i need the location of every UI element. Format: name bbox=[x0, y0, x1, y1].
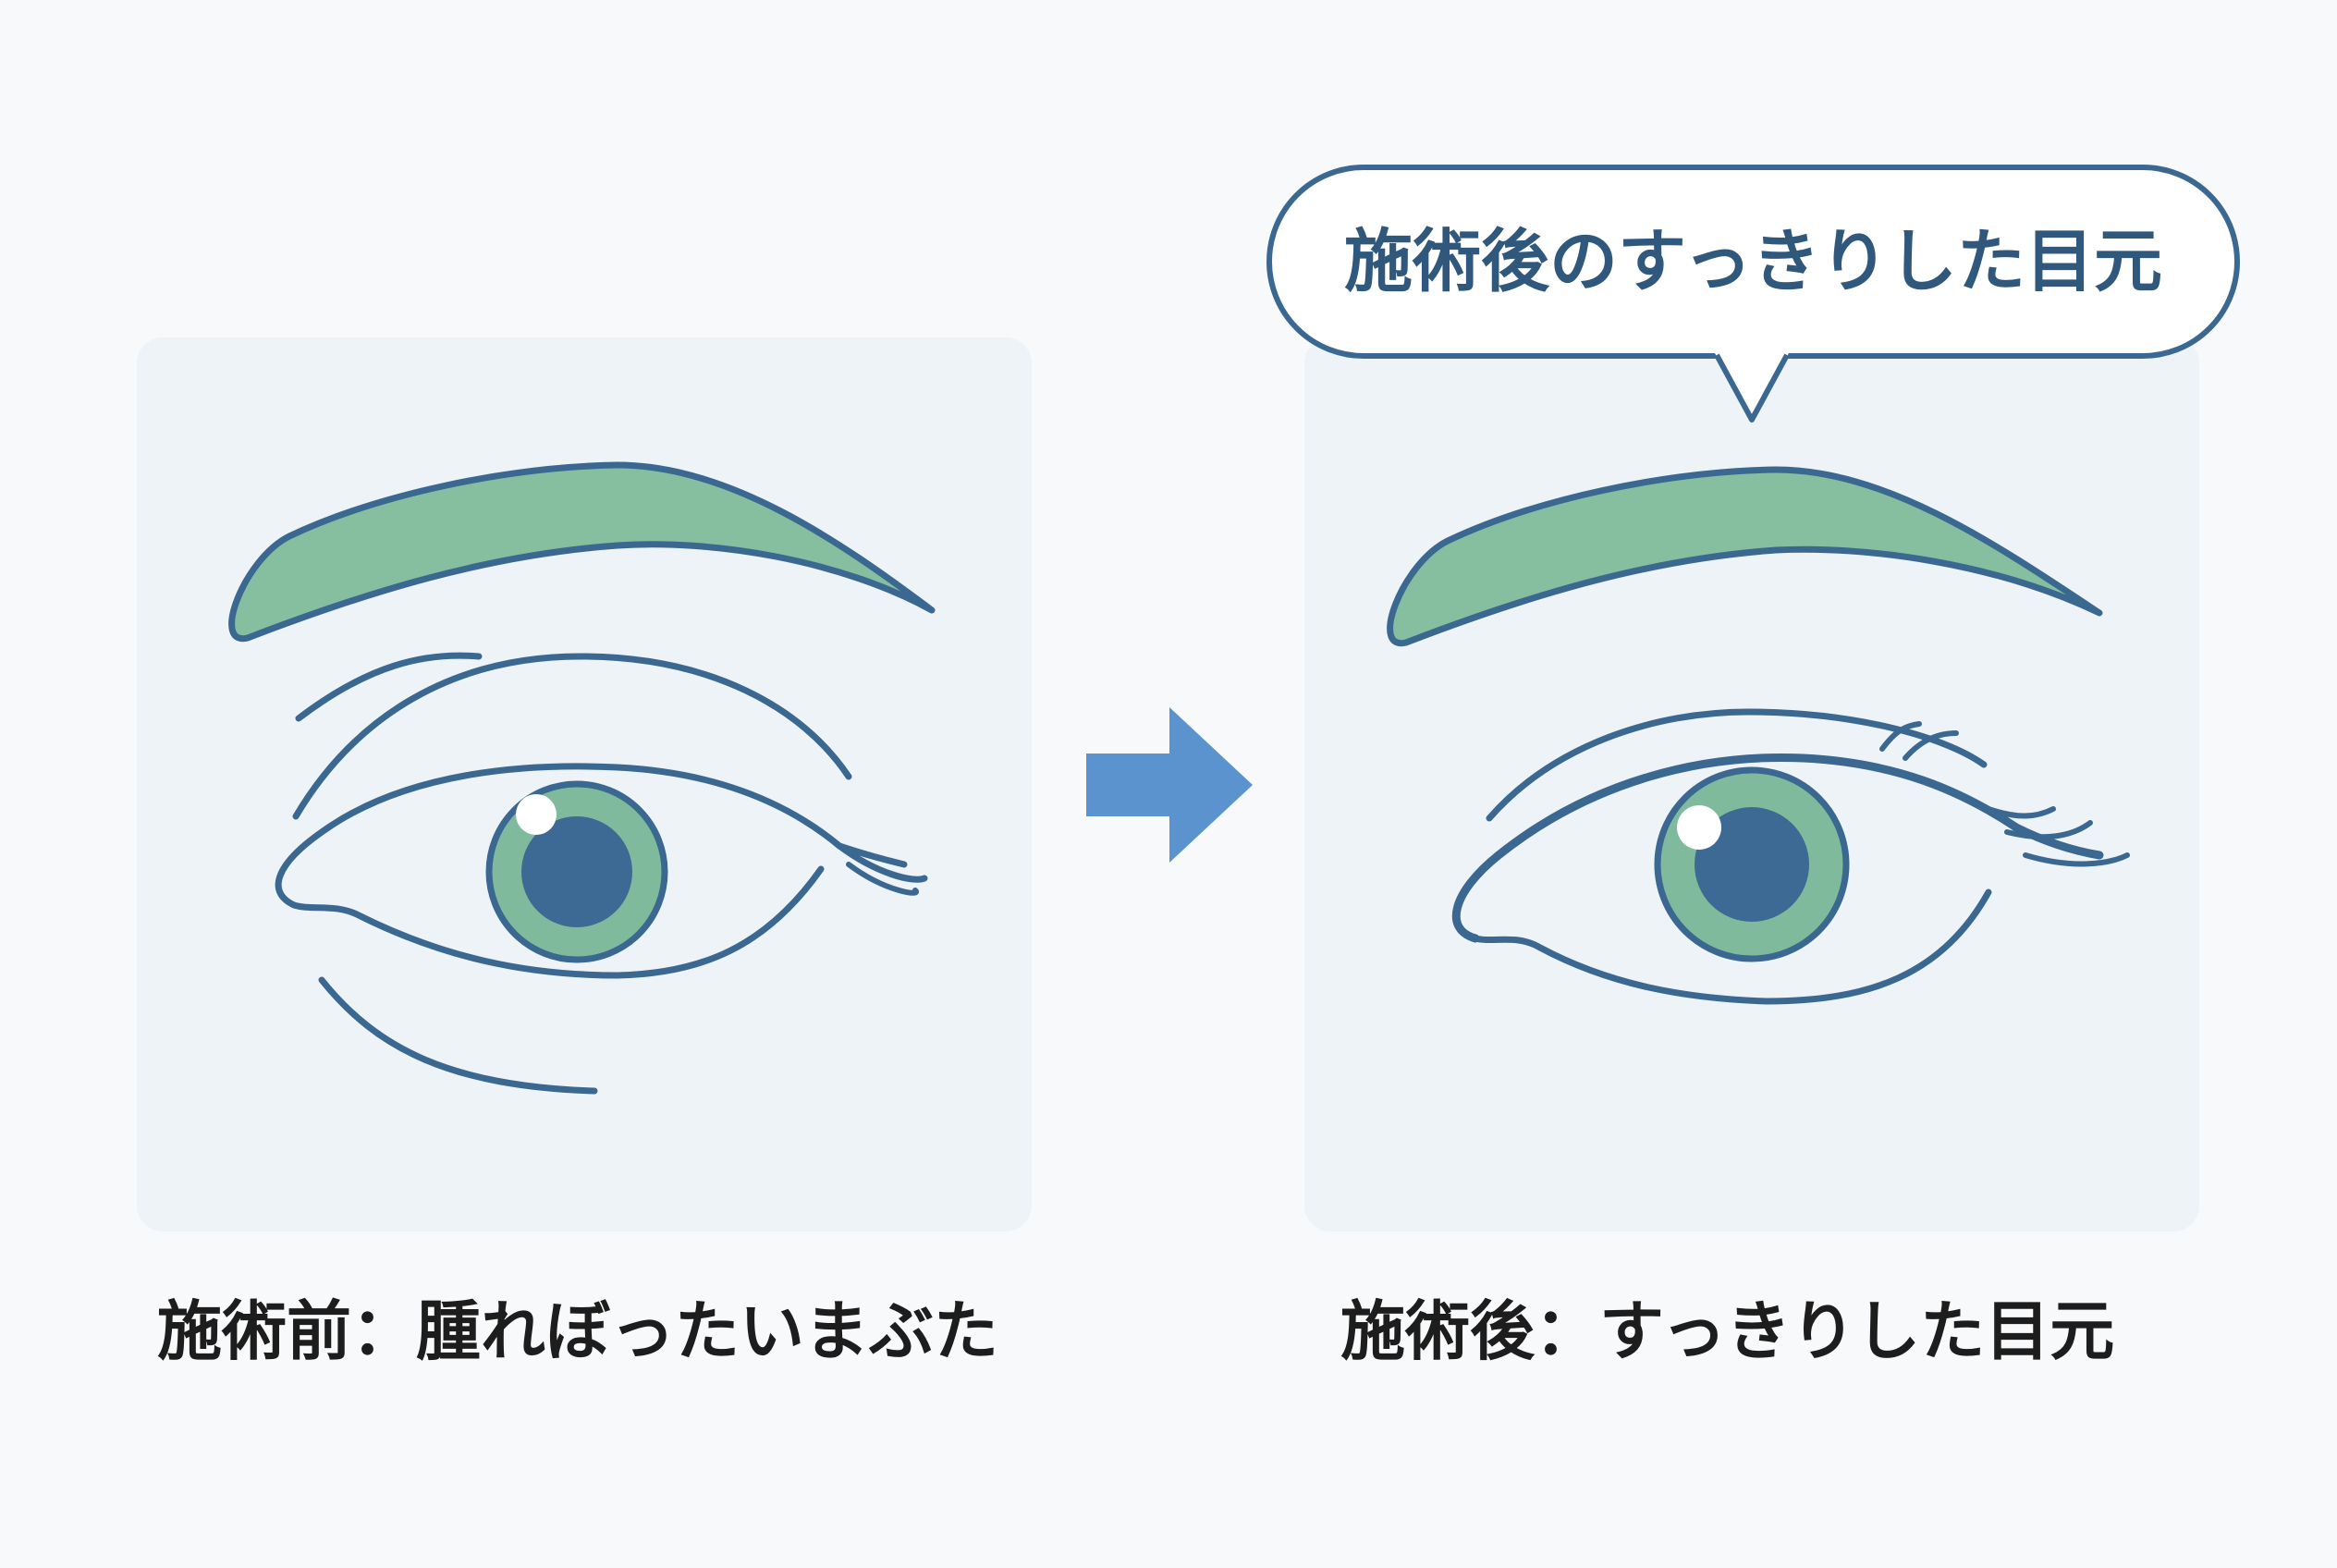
puffy-eye-illustration bbox=[228, 461, 936, 1095]
eyelash bbox=[836, 842, 928, 883]
right-arrow-icon bbox=[1086, 707, 1253, 863]
eye-lower-lid bbox=[290, 865, 825, 979]
speech-bubble: 施術後のすっきりした目元 bbox=[1266, 165, 2240, 359]
eyelash bbox=[1903, 730, 1959, 761]
eyebrow bbox=[1387, 466, 2103, 647]
pupil bbox=[521, 816, 632, 927]
after-panel bbox=[1304, 337, 2199, 1231]
eyelash bbox=[2023, 852, 2130, 867]
eye-upper-lid bbox=[1451, 753, 2104, 943]
eyelid-fold-line bbox=[295, 652, 483, 722]
pupil bbox=[1695, 807, 1809, 922]
eyelash bbox=[846, 862, 920, 896]
after-caption: 施術後：すっきりした目元 bbox=[1340, 1293, 2115, 1369]
eyebrow bbox=[228, 461, 936, 643]
before-panel bbox=[137, 337, 1032, 1231]
eyelash bbox=[1986, 806, 2056, 819]
eye-lower-lid bbox=[1472, 888, 1992, 1005]
refreshed-eye-illustration bbox=[1387, 466, 2130, 1005]
speech-bubble-tail bbox=[1715, 353, 1789, 423]
eye-highlight bbox=[516, 794, 557, 835]
eyelid-puffy-crease bbox=[292, 653, 852, 820]
eyelash bbox=[1879, 721, 1922, 752]
under-eye-bag-line bbox=[318, 976, 598, 1095]
before-caption: 施術前：腫れぼったいまぶた bbox=[157, 1293, 998, 1369]
eye-highlight bbox=[1677, 805, 1721, 850]
eyelash bbox=[2004, 820, 2093, 840]
